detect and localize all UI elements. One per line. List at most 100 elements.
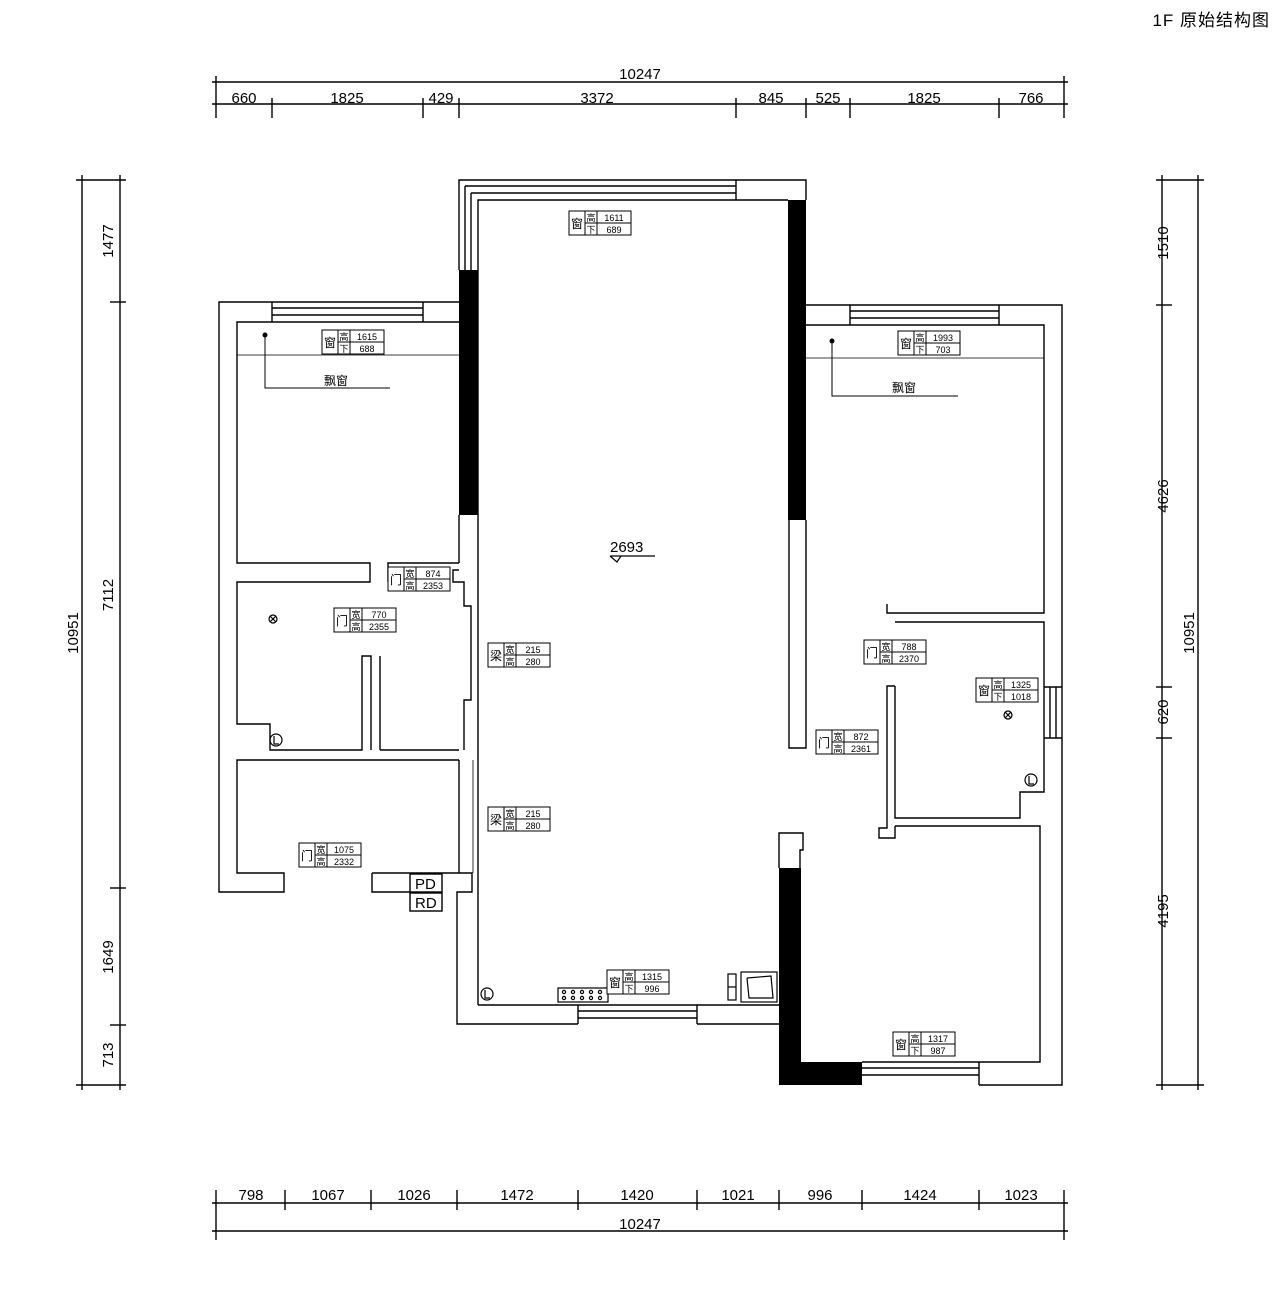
beam-tag: 梁宽高215280 — [487, 806, 551, 832]
tag-type-label: 门 — [336, 613, 348, 628]
tag-key-label: 下 — [339, 344, 348, 354]
tag-type-label: 窗 — [609, 976, 621, 990]
bottom-dimension: 1023 — [1004, 1187, 1037, 1204]
tag-key-label: 下 — [910, 1046, 919, 1056]
gas-stove-icon — [557, 987, 609, 1003]
tag-value: 1993 — [933, 333, 953, 343]
bottom-dimension: 1472 — [500, 1187, 533, 1204]
walls — [218, 179, 1063, 1086]
tag-key-label: 高 — [915, 332, 924, 343]
tag-type-label: 门 — [818, 735, 830, 750]
tag-key-label: 宽 — [351, 609, 360, 620]
fixtures — [268, 555, 1038, 1003]
tag-key-label: 下 — [993, 692, 1002, 702]
top-dimension: 766 — [1018, 90, 1043, 107]
tag-key-label: 高 — [316, 856, 325, 867]
tag-value: 688 — [359, 344, 374, 354]
door-tag: 门宽高10752332 — [298, 842, 362, 868]
door-tag: 门宽高7882370 — [863, 639, 927, 665]
left-dimension: 713 — [100, 1042, 117, 1067]
tag-type-label: 门 — [390, 572, 402, 587]
right-total-dimension: 10951 — [1181, 612, 1198, 654]
bottom-dimension: 1021 — [721, 1187, 754, 1204]
ceiling-height-label: 2693 — [610, 539, 643, 556]
right-dimension: 4626 — [1155, 479, 1172, 512]
tag-value: 770 — [371, 610, 386, 620]
tag-value: 788 — [901, 642, 916, 652]
bottom-dimension: 798 — [238, 1187, 263, 1204]
tag-value: 2332 — [334, 857, 354, 867]
pd-label: PD — [415, 876, 436, 893]
tag-value: 215 — [525, 645, 540, 655]
tag-value: 1075 — [334, 845, 354, 855]
left-dimension: 1477 — [100, 224, 117, 257]
tag-value: 703 — [935, 345, 950, 355]
tag-key-label: 宽 — [833, 731, 842, 742]
door-tag: 门宽高7702355 — [333, 607, 397, 633]
tag-value: 996 — [644, 984, 659, 994]
top-total-dimension: 10247 — [619, 66, 661, 83]
tag-key-label: 下 — [586, 225, 595, 235]
bottom-dimension: 996 — [807, 1187, 832, 1204]
tag-value: 280 — [525, 657, 540, 667]
drawing-title: 1F 原始结构图 — [1152, 11, 1270, 30]
tag-key-label: 下 — [624, 984, 633, 994]
tag-type-label: 门 — [301, 848, 313, 863]
tag-key-label: 高 — [624, 971, 633, 982]
tag-type-label: 窗 — [978, 684, 990, 698]
window-tag: 窗高下13251018 — [975, 677, 1039, 703]
tag-type-label: 窗 — [571, 217, 583, 231]
right-dimension: 1510 — [1155, 226, 1172, 259]
bottom-dimension: 1424 — [903, 1187, 936, 1204]
right-dimension-lines — [1156, 175, 1204, 1090]
tag-key-label: 高 — [833, 743, 842, 754]
drain-icon — [269, 733, 283, 747]
top-dimension: 660 — [231, 90, 256, 107]
tag-value: 1325 — [1011, 680, 1031, 690]
tag-key-label: 高 — [881, 653, 890, 664]
bottom-dimension: 1420 — [620, 1187, 653, 1204]
tag-key-label: 高 — [405, 580, 414, 591]
tag-value: 2353 — [423, 581, 443, 591]
top-dimension: 845 — [758, 90, 783, 107]
tag-key-label: 宽 — [505, 644, 514, 655]
tag-type-label: 窗 — [324, 336, 336, 350]
bay-window-label: 飘窗 — [892, 381, 916, 395]
tag-key-label: 下 — [915, 345, 924, 355]
window-tag: 窗高下1317987 — [892, 1031, 956, 1057]
tag-value: 280 — [525, 821, 540, 831]
bay-window-label: 飘窗 — [324, 374, 348, 388]
height-marker-icon — [609, 555, 655, 563]
tag-value: 689 — [606, 225, 621, 235]
tag-value: 1611 — [604, 213, 623, 223]
tag-value: 215 — [525, 809, 540, 819]
leader-dot — [262, 332, 268, 338]
tag-type-label: 梁 — [490, 648, 502, 663]
bottom-dimension-lines — [212, 1190, 1068, 1240]
top-dimension: 1825 — [330, 90, 363, 107]
tag-value: 1615 — [357, 332, 377, 342]
tag-value: 1317 — [928, 1034, 948, 1044]
top-dimension: 525 — [815, 90, 840, 107]
tag-type-label: 梁 — [490, 812, 502, 827]
tag-value: 872 — [853, 732, 868, 742]
rd-label: RD — [415, 895, 437, 912]
left-total-dimension: 10951 — [65, 612, 82, 654]
tag-type-label: 窗 — [895, 1038, 907, 1052]
left-dimension: 7112 — [100, 579, 117, 611]
tag-type-label: 门 — [866, 645, 878, 660]
left-dimension-lines — [76, 175, 126, 1090]
exhaust-fan-icon — [1003, 710, 1013, 720]
exhaust-fan-icon — [268, 614, 278, 624]
tag-key-label: 高 — [993, 679, 1002, 690]
bottom-total-dimension: 10247 — [619, 1216, 661, 1233]
tag-value: 2361 — [851, 744, 871, 754]
tag-key-label: 高 — [339, 331, 348, 342]
top-dimension: 429 — [428, 90, 453, 107]
window-tag: 窗高下1993703 — [897, 330, 961, 356]
water-heater-icon — [727, 971, 778, 1003]
leader-dot — [829, 338, 835, 344]
